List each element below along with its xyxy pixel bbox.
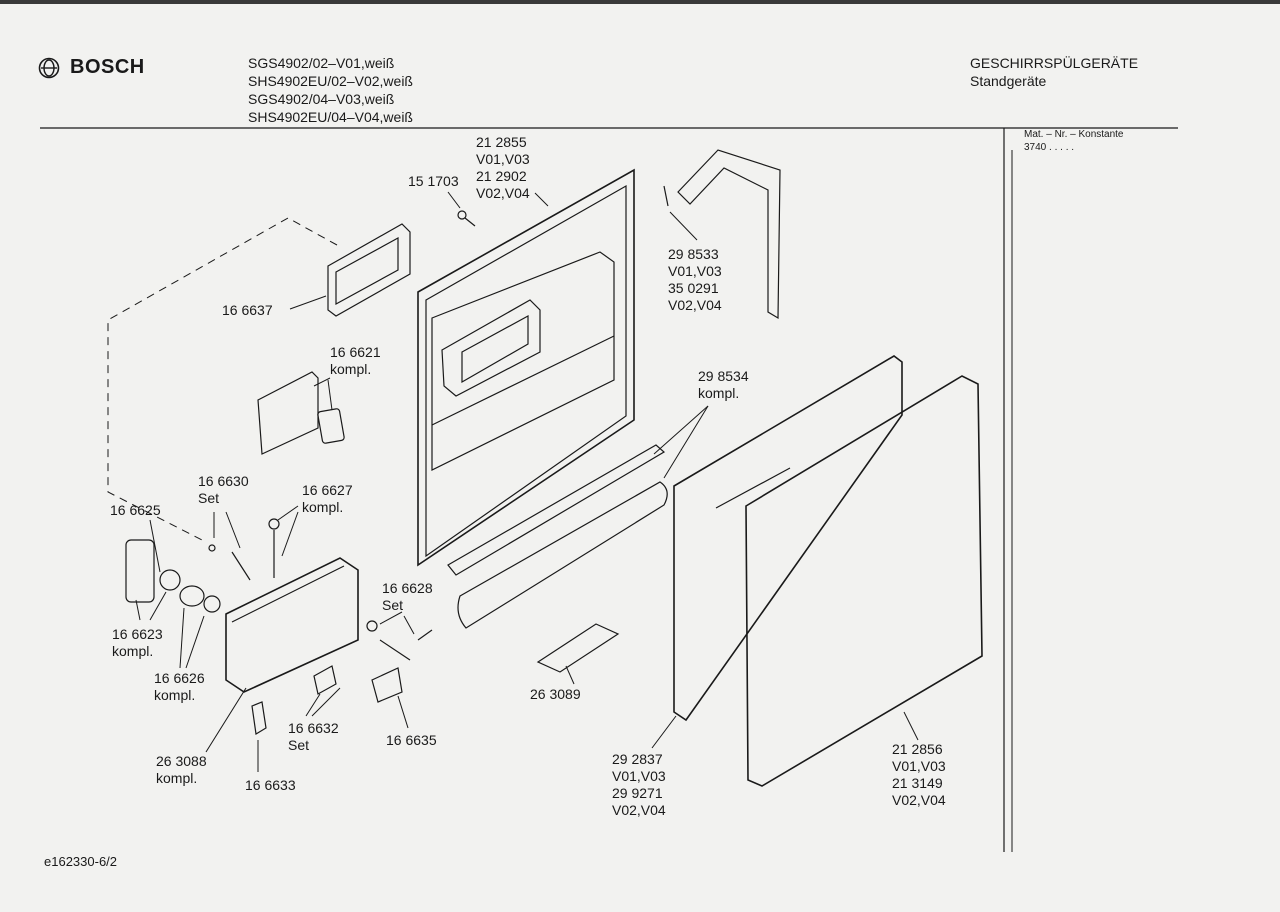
spring-parts [251, 620, 433, 735]
part-label-292837: 29 2837 V01,V03 29 9271 V02,V04 [612, 751, 666, 818]
part-label-298533: 29 8533 V01,V03 35 0291 V02,V04 [668, 246, 722, 313]
side-rail-part [663, 149, 781, 320]
part-label-166630: 16 6630 Set [198, 473, 249, 506]
lower-trim-part [447, 444, 668, 629]
brand-header: BOSCH [38, 56, 145, 79]
material-number-dots: . . . . . [1049, 142, 1075, 153]
material-number-label: Mat. – Nr. – Konstante [1024, 129, 1124, 140]
part-label-263088: 26 3088 kompl. [156, 753, 207, 786]
model-line: SHS4902EU/04–V04,weiß [248, 109, 413, 125]
top-border [0, 0, 1280, 4]
outer-door-panel [673, 355, 903, 722]
model-line: SHS4902EU/02–V02,weiß [248, 73, 413, 89]
bosch-logo-icon [38, 57, 60, 78]
part-label-212855: 21 2855 V01,V03 21 2902 V02,V04 [476, 134, 530, 201]
leader-lines [135, 191, 919, 772]
part-label-166637: 16 6637 [222, 302, 273, 318]
seal-frame-part [327, 223, 411, 317]
part-label-263089: 26 3089 [530, 686, 581, 702]
screw-part [457, 210, 476, 227]
part-label-166632: 16 6632 Set [288, 720, 339, 753]
part-label-166628: 16 6628 Set [382, 580, 433, 613]
part-label-166625: 16 6625 [110, 502, 161, 518]
handle-part [125, 539, 221, 613]
model-line: SGS4902/04–V03,weiß [248, 91, 395, 107]
material-number-block: Mat. – Nr. – Konstante 3740 . . . . . [1024, 128, 1124, 154]
category-subtitle: Standgeräte [970, 73, 1047, 89]
drawing-code: e162330-6/2 [44, 854, 118, 869]
part-label-166635: 16 6635 [386, 732, 437, 748]
model-list: SGS4902/02–V01,weiß SHS4902EU/02–V02,wei… [248, 54, 413, 126]
part-label-166627: 16 6627 kompl. [302, 482, 353, 515]
part-label-212856: 21 2856 V01,V03 21 3149 V02,V04 [892, 741, 946, 808]
part-label-151703: 15 1703 [408, 173, 459, 189]
part-label-298534: 29 8534 kompl. [698, 368, 749, 401]
category-block: GESCHIRRSPÜLGERÄTE Standgeräte [970, 54, 1138, 90]
material-number-value: 3740 [1024, 142, 1047, 153]
brand-name: BOSCH [70, 56, 145, 78]
category-title: GESCHIRRSPÜLGERÄTE [970, 55, 1139, 71]
hinge-bracket-part [536, 623, 620, 673]
front-panel [745, 375, 983, 787]
small-parts [208, 518, 280, 581]
inner-door-panel [417, 168, 635, 567]
lock-housing-part [225, 557, 359, 693]
part-label-166633: 16 6633 [245, 777, 296, 793]
part-label-166626: 16 6626 kompl. [154, 670, 205, 703]
card-holder-part [257, 371, 345, 455]
part-label-166621: 16 6621 kompl. [330, 344, 381, 377]
model-line: SGS4902/02–V01,weiß [248, 55, 395, 71]
part-label-166623: 16 6623 kompl. [112, 626, 163, 659]
